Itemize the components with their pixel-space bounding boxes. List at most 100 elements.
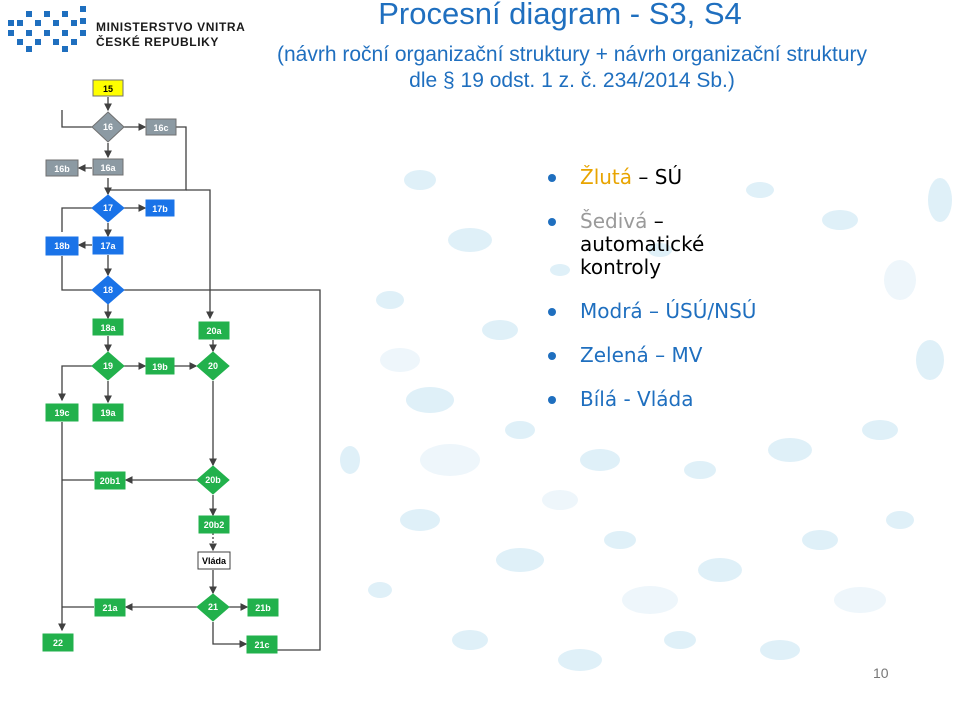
edge — [124, 289, 321, 651]
legend-meaning: ÚSÚ/NSÚ — [665, 299, 757, 323]
node-label: 19a — [100, 408, 116, 418]
legend-color-word: Bílá — [580, 387, 618, 411]
node-box — [92, 79, 124, 97]
ministry-name: MINISTERSTVO VNITRA ČESKÉ REPUBLIKY — [96, 20, 245, 50]
bullet-icon — [548, 308, 556, 316]
ministry-logo-icon — [8, 6, 86, 52]
node-diamond — [196, 593, 230, 622]
node-22: 22 — [42, 633, 74, 652]
node-diamond — [91, 194, 125, 223]
legend-dash: – — [653, 209, 664, 233]
node-label: 18b — [54, 241, 70, 251]
legend-item-white: Bílá - Vláda — [548, 388, 756, 411]
legend-dash: – — [655, 343, 666, 367]
node-16: 16 — [91, 111, 125, 143]
node-21a: 21a — [94, 598, 126, 617]
node-diamond — [91, 275, 125, 305]
node-label: Vláda — [202, 556, 227, 566]
node-label: 18a — [100, 323, 116, 333]
node-box — [92, 236, 124, 255]
node-box — [247, 598, 279, 617]
node-label: 16b — [54, 164, 70, 174]
legend-meaning: SÚ — [654, 165, 683, 189]
edge — [186, 189, 214, 320]
legend-item-yellow: Žlutá – SÚ — [548, 166, 756, 189]
legend-meaning: Vláda — [637, 387, 694, 411]
node-20b2: 20b2 — [198, 515, 230, 534]
legend-item-grey: Šedivá – automatické kontroly — [548, 210, 756, 279]
node-19a: 19a — [92, 403, 124, 422]
node-label: 20b — [205, 475, 221, 485]
edge — [61, 207, 92, 232]
node-label: 20b2 — [204, 520, 225, 530]
page-number: 10 — [873, 665, 889, 681]
node-label: 16 — [103, 122, 113, 132]
bullet-icon — [548, 174, 556, 182]
node-15: 15 — [92, 79, 124, 97]
node-19b: 19b — [145, 357, 175, 375]
node-18: 18 — [91, 275, 125, 305]
node-20b1: 20b1 — [94, 471, 126, 490]
node-box — [45, 236, 79, 256]
node-label: 17a — [100, 241, 116, 251]
node-18a: 18a — [92, 318, 124, 336]
node-label: 17 — [103, 203, 113, 213]
node-17a: 17a — [92, 236, 124, 255]
node-box — [197, 551, 231, 570]
node-label: 20 — [208, 361, 218, 371]
legend-dash: – — [649, 299, 660, 323]
node-16b: 16b — [45, 159, 79, 177]
connectors — [58, 97, 321, 651]
edge — [61, 110, 92, 128]
node-label: 21a — [102, 603, 118, 613]
node-box — [94, 598, 126, 617]
edge — [61, 256, 92, 291]
node-16c: 16c — [145, 118, 177, 136]
edge — [108, 126, 187, 191]
node-17: 17 — [91, 194, 125, 223]
node-19: 19 — [91, 351, 125, 381]
legend-meaning-line-1: automatické — [580, 232, 705, 256]
ministry-line-2: ČESKÉ REPUBLIKY — [96, 35, 220, 49]
node-20b: 20b — [196, 465, 230, 495]
node-diamond — [91, 351, 125, 381]
edge — [58, 365, 92, 402]
node-box — [45, 403, 79, 422]
node-box — [45, 159, 79, 177]
node-label: 19 — [103, 361, 113, 371]
node-label: 21b — [255, 603, 271, 613]
node-box — [42, 633, 74, 652]
node-19c: 19c — [45, 403, 79, 422]
legend-meaning: MV — [671, 343, 703, 367]
node-label: 21 — [208, 602, 218, 612]
node-20: 20 — [196, 351, 230, 381]
node-label: 20b1 — [100, 476, 121, 486]
node-label: 16c — [153, 123, 168, 133]
node-box — [92, 403, 124, 422]
node-label: 22 — [53, 638, 63, 648]
node-17b: 17b — [145, 199, 175, 217]
node-box — [246, 635, 278, 654]
legend-color-word: Zelená — [580, 343, 649, 367]
node-label: 18 — [103, 285, 113, 295]
node-label: 16a — [100, 163, 116, 173]
node-diamond — [91, 111, 125, 143]
node-label: 21c — [254, 640, 269, 650]
node-box — [145, 118, 177, 136]
node-label: 17b — [152, 204, 168, 214]
node-diamond — [196, 465, 230, 495]
node-box — [198, 321, 230, 340]
node-label: 15 — [103, 84, 113, 94]
bullet-icon — [548, 218, 556, 226]
legend-dash: - — [623, 387, 631, 411]
node-label: 20a — [206, 326, 222, 336]
node-21b: 21b — [247, 598, 279, 617]
node-label: 19b — [152, 362, 168, 372]
legend-item-blue: Modrá – ÚSÚ/NSÚ — [548, 300, 756, 323]
subtitle-line-2: dle § 19 odst. 1 z. č. 234/2014 Sb.) — [409, 69, 735, 92]
node-18b: 18b — [45, 236, 79, 256]
legend-dash: – — [638, 165, 649, 189]
node-16a: 16a — [92, 158, 124, 176]
